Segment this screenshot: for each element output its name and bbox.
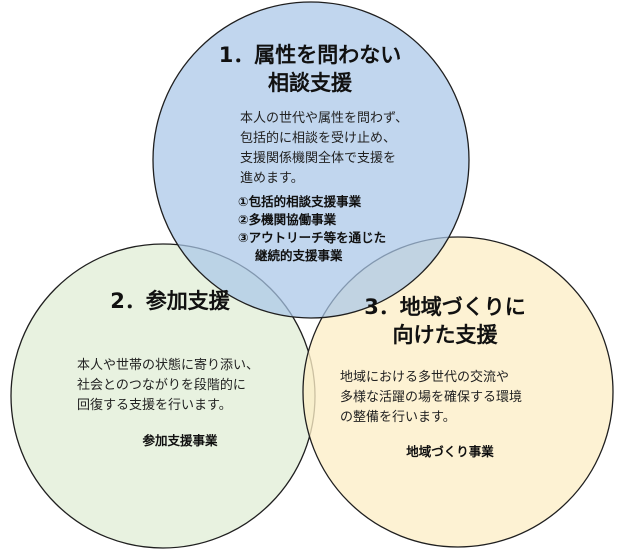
circle-3-description-line-3: の整備を行います。 — [340, 410, 456, 425]
circle-3-description-line-2: 多様な活躍の場を確保する環境 — [340, 390, 523, 405]
circle-1-title-line-2: 相談支援 — [268, 71, 352, 95]
circle-community-building — [302, 236, 614, 548]
circle-3-project: 地域づくり事業 — [406, 444, 494, 459]
circle-1-project-list: ①包括的相談支援事業 ②多機関協働事業 ③アウトリーチ等を通じた 継続的支援事業 — [238, 193, 386, 265]
circle-3-title-line-1: 3．地域づくりに — [364, 295, 526, 319]
circle-2-description: 本人や世帯の状態に寄り添い、 社会とのつながりを段階的に 回復する支援を行います… — [77, 356, 259, 416]
circle-2-project: 参加支援事業 — [142, 433, 218, 448]
circle-1-description-line-4: 進めます。 — [240, 171, 304, 186]
circle-1-description: 本人の世代や属性を問わず、 包括的に相談を受け止め、 支援関係機関全体で支援を … — [240, 109, 408, 189]
circle-1-description-line-2: 包括的に相談を受け止め、 — [240, 131, 397, 146]
circle-2-title: 2．参加支援 — [85, 287, 255, 315]
circle-consultation-support — [152, 1, 470, 319]
circle-2-description-line-3: 回復する支援を行います。 — [77, 398, 232, 413]
circle-1-project-3: ③アウトリーチ等を通じた — [238, 230, 387, 245]
circle-2-description-line-1: 本人や世帯の状態に寄り添い、 — [77, 358, 260, 373]
circle-2-description-line-2: 社会とのつながりを段階的に — [77, 378, 246, 393]
circle-2-title-line-1: 2．参加支援 — [110, 289, 230, 313]
circle-3-description-line-1: 地域における多世代の交流や — [340, 370, 510, 385]
circle-1-description-line-3: 支援関係機関全体で支援を — [240, 151, 397, 166]
circle-3-description: 地域における多世代の交流や 多様な活躍の場を確保する環境 の整備を行います。 — [340, 368, 522, 428]
circle-1-project-2: ②多機関協働事業 — [238, 212, 337, 227]
circle-3-title: 3．地域づくりに 向けた支援 — [345, 293, 545, 349]
circle-1-project-3-continued: 継続的支援事業 — [255, 248, 343, 263]
circle-1-title-line-1: 1．属性を問わない — [218, 43, 402, 67]
circle-1-title: 1．属性を問わない 相談支援 — [195, 41, 425, 97]
circle-1-description-line-1: 本人の世代や属性を問わず、 — [240, 111, 409, 126]
circle-3-title-line-2: 向けた支援 — [392, 323, 498, 347]
circle-1-project-1: ①包括的相談支援事業 — [238, 194, 362, 209]
